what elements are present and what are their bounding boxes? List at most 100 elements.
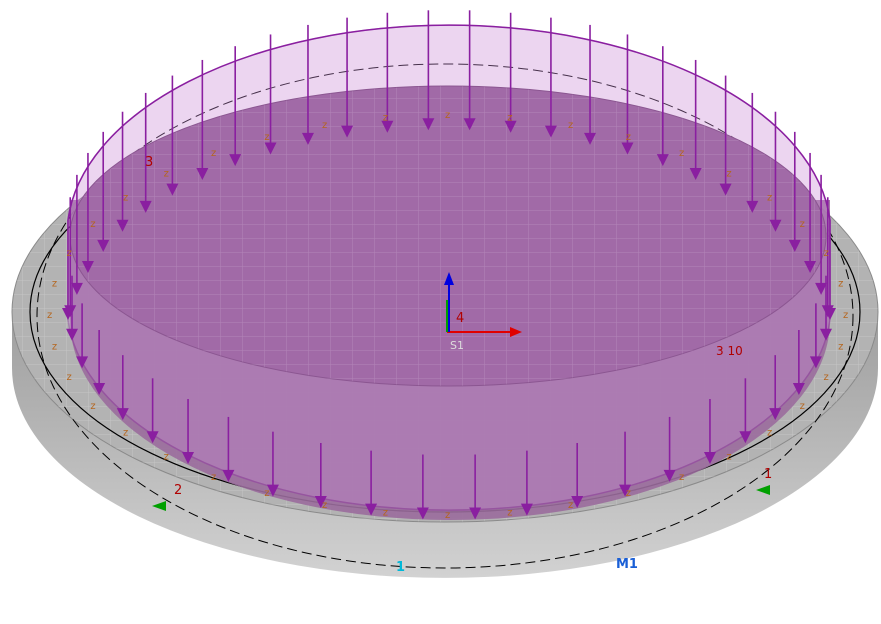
down-arrow-icon xyxy=(746,200,759,213)
down-arrow-icon xyxy=(520,503,533,516)
spring-icon: z xyxy=(322,500,327,511)
support-marker-left[interactable] xyxy=(152,501,166,511)
axis-z-arrow-icon xyxy=(444,272,454,285)
down-arrow-icon xyxy=(804,260,817,273)
spring-icon: z xyxy=(383,112,388,123)
down-arrow-icon xyxy=(663,469,676,482)
down-arrow-icon xyxy=(422,118,435,131)
spring-icon: z xyxy=(679,472,684,483)
down-arrow-icon xyxy=(229,154,242,167)
spring-icon: z xyxy=(123,428,128,439)
down-arrow-icon xyxy=(504,120,517,133)
down-arrow-icon xyxy=(719,183,732,196)
down-arrow-icon xyxy=(266,484,279,497)
spring-icon: z xyxy=(568,500,573,511)
down-arrow-icon xyxy=(70,282,83,295)
spring-icon: z xyxy=(264,132,269,143)
down-arrow-icon xyxy=(222,469,235,482)
down-arrow-icon xyxy=(463,118,476,131)
axis-label: 4 xyxy=(456,311,464,326)
spring-icon: z xyxy=(679,148,684,159)
down-arrow-icon xyxy=(769,408,782,421)
down-arrow-icon xyxy=(166,183,179,196)
spring-icon: z xyxy=(824,372,829,383)
down-arrow-icon xyxy=(64,305,77,318)
spring-icon: z xyxy=(824,248,829,259)
down-arrow-icon xyxy=(301,132,314,145)
plate-mesh xyxy=(70,86,826,386)
down-arrow-icon xyxy=(788,239,801,252)
down-arrow-icon xyxy=(139,200,152,213)
load-envelope[interactable] xyxy=(62,10,836,520)
down-arrow-icon xyxy=(769,219,782,232)
down-arrow-icon xyxy=(815,282,828,295)
down-arrow-icon xyxy=(656,154,669,167)
spring-icon: z xyxy=(767,192,772,203)
spring-icon: z xyxy=(568,120,573,131)
slab-dashed-line xyxy=(36,63,854,569)
spring-icon: z xyxy=(767,428,772,439)
down-arrow-icon xyxy=(196,167,209,180)
tank-plate[interactable] xyxy=(69,85,830,520)
down-arrow-icon xyxy=(619,484,632,497)
spring-icon: z xyxy=(123,192,128,203)
node-label-2: 2 xyxy=(174,483,182,498)
down-arrow-icon xyxy=(584,132,597,145)
spring-icon: z xyxy=(626,488,631,499)
spring-icon: z xyxy=(507,508,512,519)
down-arrow-icon xyxy=(809,356,822,369)
spring-icon: z xyxy=(52,341,57,352)
down-arrow-icon xyxy=(76,356,89,369)
support-marker-right[interactable] xyxy=(756,485,770,495)
spring-icon: z xyxy=(90,219,95,230)
origin-label: S1 xyxy=(450,339,464,352)
down-arrow-icon xyxy=(703,452,716,465)
down-arrow-icon xyxy=(264,142,277,155)
down-arrow-icon xyxy=(621,142,634,155)
down-arrow-icon xyxy=(820,328,833,341)
down-arrow-icon xyxy=(469,507,482,520)
node-label-3-10: 3 10 xyxy=(716,344,743,358)
down-arrow-icon xyxy=(65,328,78,341)
spring-icon: z xyxy=(211,148,216,159)
node-label-1: 1 xyxy=(764,467,772,482)
down-arrow-icon xyxy=(182,452,195,465)
down-arrow-icon xyxy=(93,383,106,396)
down-arrow-icon xyxy=(792,383,805,396)
spring-icon: z xyxy=(626,132,631,143)
down-arrow-icon xyxy=(544,125,557,138)
spring-icon: z xyxy=(726,169,731,180)
down-arrow-icon xyxy=(416,507,429,520)
spring-icon: z xyxy=(211,472,216,483)
spring-icon: z xyxy=(66,372,71,383)
down-arrow-icon xyxy=(365,503,378,516)
spring-icon: z xyxy=(843,310,848,321)
down-arrow-icon xyxy=(739,431,752,444)
spring-icon: z xyxy=(383,508,388,519)
spring-icon: z xyxy=(838,279,843,290)
axis-x-arrow-icon xyxy=(510,327,522,337)
spring-icon: z xyxy=(264,488,269,499)
node-label-3: 3 xyxy=(145,155,153,170)
spring-icon: z xyxy=(164,169,169,180)
load-arrows xyxy=(62,10,836,520)
down-arrow-icon xyxy=(571,495,584,508)
spring-icon: z xyxy=(47,310,52,321)
down-arrow-icon xyxy=(381,120,394,133)
load-envelope-fill xyxy=(67,24,831,511)
spring-icon: z xyxy=(90,401,95,412)
down-arrow-icon xyxy=(116,408,129,421)
spring-icon: z xyxy=(164,451,169,462)
down-arrow-icon xyxy=(341,125,354,138)
spring-icon: z xyxy=(66,248,71,259)
spring-icon: z xyxy=(800,219,805,230)
axis-triad[interactable]: 4 S1 xyxy=(444,272,522,352)
spring-icon: z xyxy=(800,401,805,412)
member-label: 1 xyxy=(396,560,405,575)
spring-icon: z xyxy=(726,451,731,462)
down-arrow-icon xyxy=(314,495,327,508)
spring-icon: z xyxy=(445,110,450,121)
down-arrow-icon xyxy=(116,219,129,232)
